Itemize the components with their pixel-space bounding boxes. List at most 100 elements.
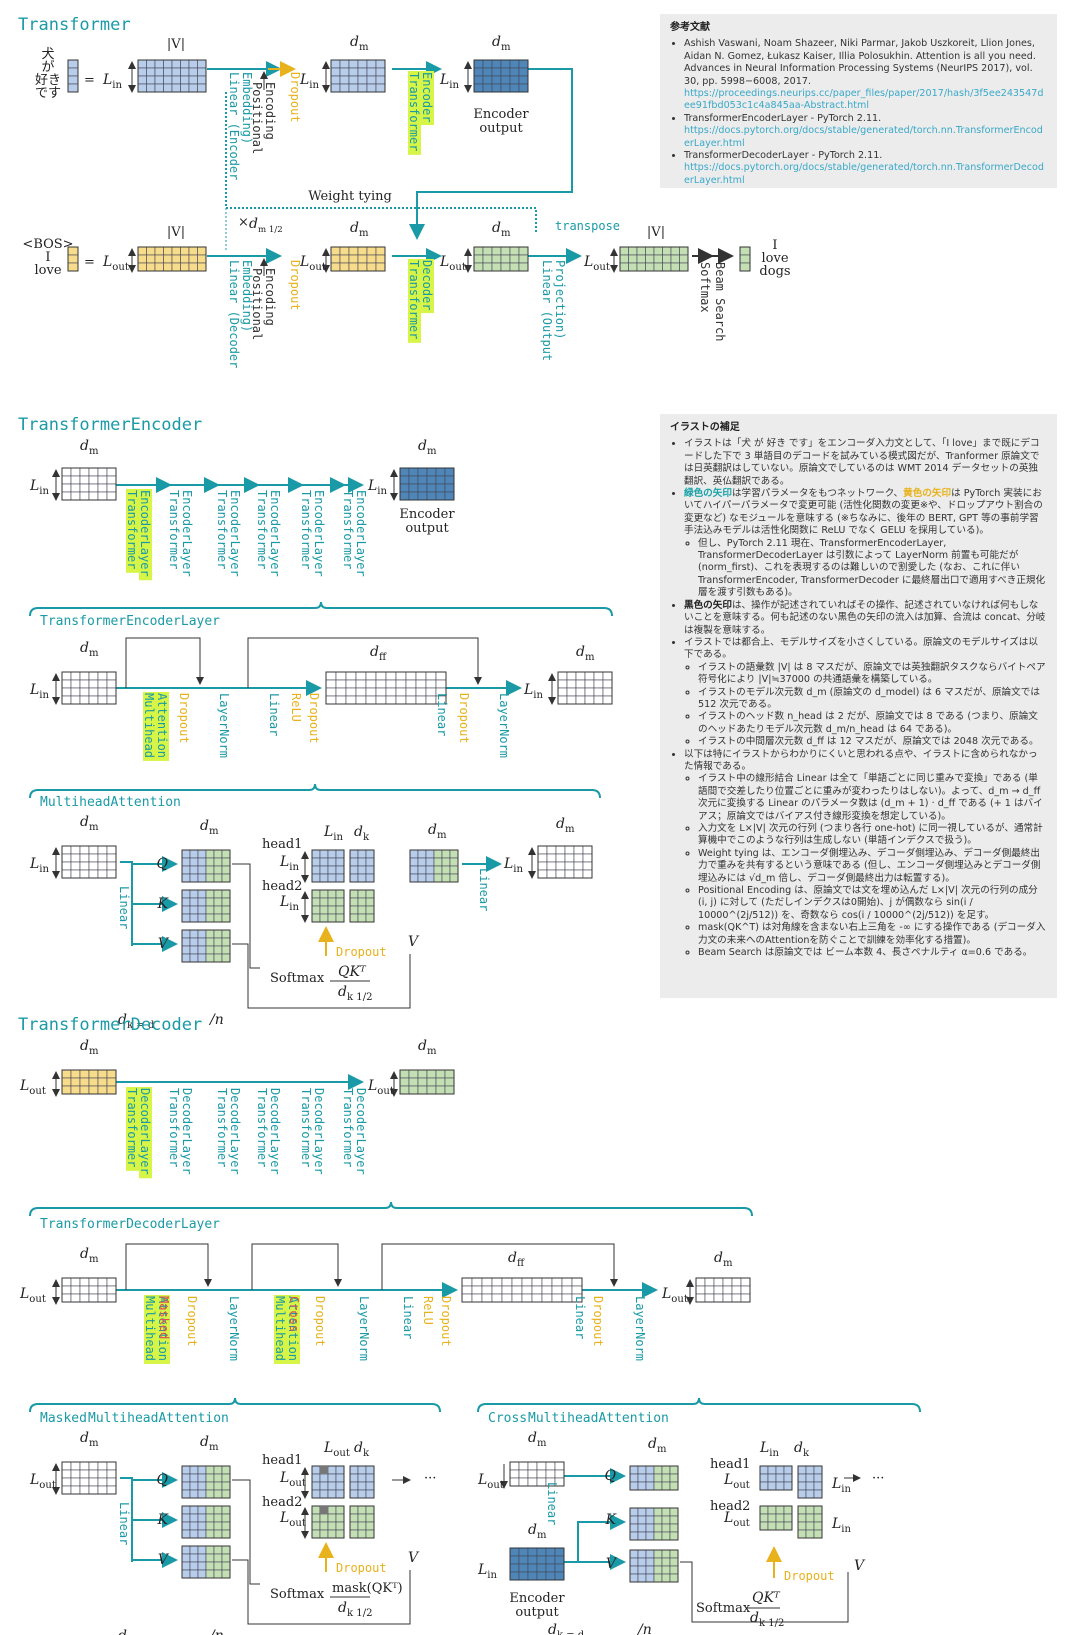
matrix-cell — [482, 83, 493, 93]
matrix-cell — [213, 913, 223, 923]
matrix-cell — [739, 262, 751, 272]
matrix-cell — [311, 1505, 321, 1515]
head-dim-formula: /n — [636, 1622, 652, 1635]
matrix-cell — [221, 849, 231, 859]
matrix-cell — [335, 849, 345, 859]
attention-input-matrix — [61, 1461, 117, 1495]
matrix-cell — [171, 246, 181, 256]
matrix-cell — [797, 1529, 807, 1539]
matrix-cell — [670, 254, 680, 264]
matrix-cell — [531, 1293, 543, 1303]
matrix-cell — [575, 695, 586, 705]
matrix-cell — [375, 671, 387, 681]
matrix-cell — [509, 262, 520, 272]
matrix-cell — [180, 59, 190, 69]
matrix-cell — [573, 845, 584, 855]
matrix-cell — [573, 861, 584, 871]
matrix-cell — [106, 853, 117, 863]
matrix-cell — [813, 1513, 823, 1523]
matrix-cell — [213, 857, 223, 867]
matrix-cell — [311, 1529, 321, 1539]
v-label: V — [158, 936, 170, 952]
matrix-cell — [759, 1473, 769, 1483]
matrix-cell — [767, 1481, 777, 1491]
v-connector — [680, 1561, 849, 1623]
matrix-cell — [783, 1521, 793, 1531]
matrix-cell — [106, 483, 117, 493]
matrix-cell — [511, 1285, 523, 1295]
matrix-border — [61, 1461, 117, 1495]
matrix-border — [349, 1465, 375, 1499]
matrix-cell — [357, 865, 367, 875]
v-label: V — [408, 934, 420, 950]
matrix-cell — [537, 861, 548, 871]
transpose-label: transpose — [555, 219, 620, 233]
matrix-cell — [355, 679, 367, 689]
matrix-border — [181, 849, 231, 883]
matrix-cell — [509, 1555, 520, 1565]
matrix-cell — [366, 75, 377, 85]
k-matrix — [181, 1505, 231, 1539]
matrix-cell — [415, 687, 427, 697]
matrix-cell — [435, 1069, 446, 1079]
length-label: Lin — [323, 824, 344, 843]
matrix-cell — [330, 254, 341, 264]
matrix-cell — [501, 1293, 513, 1303]
matrix-cell — [61, 1085, 72, 1095]
reference-link[interactable]: https://proceedings.neurips.cc/paper_fil… — [684, 88, 1044, 112]
matrix-cell — [339, 59, 350, 69]
dm-label: dm — [714, 1250, 733, 1269]
matrix-cell — [408, 1077, 419, 1087]
linear-label: Linear — [401, 1296, 415, 1339]
matrix-cell — [348, 246, 359, 256]
matrix-cell — [425, 687, 437, 697]
matrix-cell — [319, 913, 329, 923]
linear-label: Linear — [545, 1482, 559, 1525]
matrix-cell — [327, 865, 337, 875]
matrix-cell — [670, 246, 680, 256]
matrix-cell — [197, 1545, 207, 1555]
matrix-cell — [213, 1489, 223, 1499]
matrix-cell — [79, 1085, 90, 1095]
matrix-cell — [582, 845, 593, 855]
matrix-cell — [405, 695, 417, 705]
matrix-cell — [555, 845, 566, 855]
reference-link[interactable]: https://docs.pytorch.org/docs/stable/gen… — [684, 162, 1045, 186]
matrix-cell — [767, 1473, 777, 1483]
reference-link[interactable]: https://docs.pytorch.org/docs/stable/gen… — [684, 125, 1043, 149]
matrix-cell — [146, 246, 156, 256]
linear-label: Linear — [573, 1296, 587, 1339]
matrix-border — [619, 246, 689, 272]
matrix-border — [399, 1069, 455, 1095]
encoder-input-matrix — [61, 467, 117, 501]
matrix-cell — [399, 1069, 410, 1079]
matrix-cell — [335, 1529, 345, 1539]
matrix-cell — [181, 1465, 191, 1475]
matrix-cell — [181, 1569, 191, 1579]
matrix-cell — [213, 889, 223, 899]
matrix-cell — [408, 1085, 419, 1095]
matrix-cell — [79, 1077, 90, 1087]
matrix-cell — [330, 83, 341, 93]
matrix-cell — [629, 1481, 639, 1491]
matrix-cell — [357, 1505, 367, 1515]
matrix-cell — [188, 83, 198, 93]
math-label: Lin — [831, 1516, 851, 1535]
matrix-cell — [67, 67, 79, 77]
matrix-cell — [327, 1489, 337, 1499]
cross-lines — [500, 1464, 861, 1623]
matrix-border — [61, 845, 117, 879]
matrix-cell — [197, 1481, 207, 1491]
matrix-cell — [797, 1505, 807, 1515]
matrix-cell — [205, 1465, 215, 1475]
matrix-cell — [357, 889, 367, 899]
matrix-cell — [518, 1469, 529, 1479]
matrix-cell — [541, 1293, 553, 1303]
vertical-label-line: ReLU — [289, 693, 303, 722]
matrix-border — [557, 671, 613, 705]
matrix-cell — [399, 467, 410, 477]
matrix-cell — [399, 1085, 410, 1095]
